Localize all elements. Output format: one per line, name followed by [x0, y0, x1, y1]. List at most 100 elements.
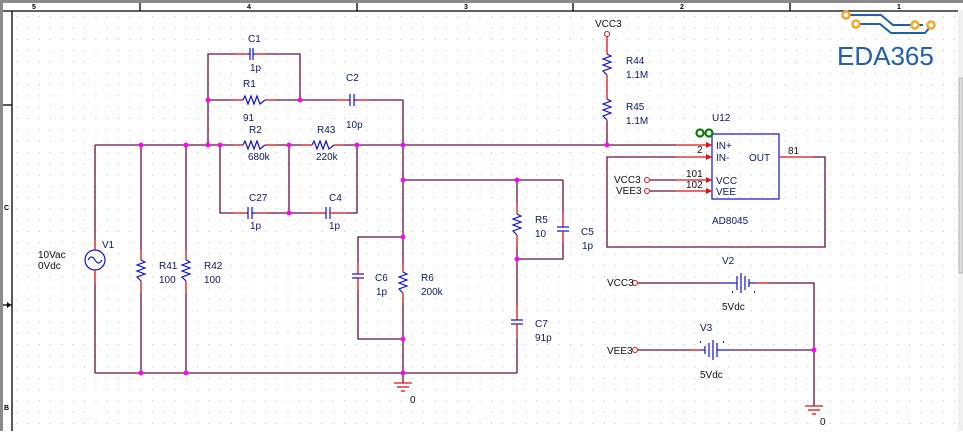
ground-supply-net-label: 0 — [820, 417, 826, 428]
eda365-logo: EDA365 — [837, 10, 936, 71]
v2-value: 5Vdc — [722, 302, 745, 313]
zone-label-left: B — [4, 405, 9, 412]
v3-ref: V3 — [700, 323, 713, 334]
c4-ref: C4 — [329, 193, 342, 204]
r41-value: 100 — [159, 275, 176, 286]
dc-source-v2[interactable] — [723, 273, 768, 293]
r45-value: 1.1M — [626, 116, 648, 127]
resistor-r42[interactable] — [180, 250, 192, 293]
u12-pinnum-102: 102 — [686, 180, 703, 191]
capacitor-c27[interactable] — [233, 207, 266, 219]
resistor-r5[interactable] — [511, 203, 523, 247]
c27-value: 1p — [250, 221, 262, 232]
r41-ref: R41 — [159, 261, 178, 272]
r42-value: 100 — [204, 275, 221, 286]
sheet-pointer-icon — [7, 302, 11, 308]
v3-value: 5Vdc — [700, 370, 723, 381]
c7-ref: C7 — [535, 319, 548, 330]
grid — [12, 12, 963, 431]
scrollbar-thumb[interactable] — [958, 77, 963, 274]
c27-ref: C27 — [249, 193, 268, 204]
v1-ref: V1 — [102, 240, 115, 251]
u12-pin-vee: VEE — [716, 187, 736, 198]
logo-text: EDA365 — [837, 41, 934, 71]
ground-net-label: 0 — [410, 395, 416, 406]
c7-value: 91p — [535, 333, 552, 344]
u12-pinnum-81: 81 — [788, 146, 800, 157]
resistor-r2[interactable] — [233, 139, 276, 151]
r1-value: 91 — [243, 113, 255, 124]
wires — [94, 53, 826, 406]
zone-label-top: 4 — [247, 4, 251, 11]
dc-source-v3[interactable] — [690, 340, 733, 360]
r2-ref: R2 — [249, 125, 262, 136]
c6-ref: C6 — [375, 273, 388, 284]
power-port-vcc3-v2[interactable] — [632, 280, 638, 286]
ground-symbol[interactable] — [394, 382, 412, 392]
c2-ref: C2 — [346, 73, 359, 84]
resistor-r44[interactable] — [601, 53, 613, 99]
r2-value: 680k — [248, 152, 271, 163]
r42-ref: R42 — [204, 261, 223, 272]
zone-label-top: 3 — [464, 4, 468, 11]
capacitor-c2[interactable] — [335, 94, 369, 106]
c6-value: 1p — [376, 287, 388, 298]
u12-ref: U12 — [712, 113, 731, 124]
r44-ref: R44 — [626, 56, 645, 67]
r45-ref: R45 — [626, 102, 645, 113]
opamp-u12[interactable] — [676, 133, 813, 200]
u12-pin-vcc: VCC — [716, 176, 737, 187]
capacitor-c7[interactable] — [511, 306, 523, 339]
c2-value: 10p — [346, 120, 363, 131]
power-port-vee3-u12[interactable] — [644, 188, 650, 194]
u12-pinnum-2: 2 — [697, 145, 703, 156]
junctions — [138, 97, 817, 376]
vee3-u12-label: VEE3 — [616, 186, 642, 197]
zone-label-top: 2 — [680, 4, 684, 11]
capacitor-c4[interactable] — [312, 207, 346, 219]
r44-value: 1.1M — [626, 70, 648, 81]
resistor-r41[interactable] — [135, 250, 147, 293]
u12-pin-in-plus: IN+ — [716, 141, 732, 152]
u12-part-name: AD8045 — [712, 216, 749, 227]
window-left-edge — [0, 0, 3, 431]
u12-pin-out: OUT — [749, 153, 770, 164]
power-port-vee3-v3[interactable] — [632, 347, 638, 353]
c1-value: 1p — [250, 63, 262, 74]
u12-pin-in-minus: IN- — [716, 153, 729, 164]
c1-ref: C1 — [248, 34, 261, 45]
sheet-border — [3, 3, 963, 431]
resistor-r1[interactable] — [233, 94, 276, 106]
probe-marker-icon[interactable] — [695, 128, 714, 138]
c5-value: 1p — [582, 241, 594, 252]
zone-label-left: C — [4, 205, 9, 212]
c4-value: 1p — [329, 221, 341, 232]
power-port-vcc3-u12[interactable] — [644, 177, 650, 183]
resistor-r43[interactable] — [301, 139, 344, 151]
capacitor-c5[interactable] — [557, 213, 569, 243]
r6-ref: R6 — [421, 273, 434, 284]
u12-pinnum-101: 101 — [686, 169, 703, 180]
capacitor-c1[interactable] — [233, 48, 266, 60]
r5-ref: R5 — [535, 215, 548, 226]
ground-symbol-supply[interactable] — [805, 405, 823, 415]
r1-ref: R1 — [243, 79, 256, 90]
vee3-v3-label: VEE3 — [607, 346, 633, 357]
zone-label-top: 1 — [897, 4, 901, 11]
capacitor-c6[interactable] — [352, 263, 364, 290]
resistor-r45[interactable] — [601, 98, 613, 122]
resistor-r6[interactable] — [397, 263, 409, 303]
r43-ref: R43 — [317, 125, 336, 136]
window-top-edge — [0, 0, 963, 3]
v1-dc-value: 0Vdc — [38, 261, 61, 272]
r5-value: 10 — [535, 229, 547, 240]
vcc3-u12-label: VCC3 — [614, 175, 641, 186]
ac-source-v1[interactable] — [84, 240, 106, 283]
v1-ac-value: 10Vac — [38, 250, 66, 261]
vcc3-v2-label: VCC3 — [607, 278, 634, 289]
power-port-vcc3[interactable] — [604, 31, 610, 55]
zone-label-top: 5 — [32, 4, 36, 11]
c5-ref: C5 — [581, 227, 594, 238]
